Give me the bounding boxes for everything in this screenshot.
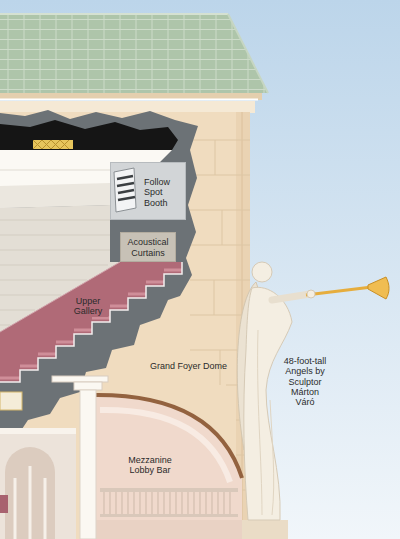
ceiling-grille [33, 140, 73, 149]
roof-ridge [0, 13, 228, 15]
gallery-railing [0, 262, 120, 332]
area-label: Grand Foyer Dome [150, 361, 227, 371]
lower-cornice [0, 428, 76, 434]
angel-robe [244, 287, 292, 520]
statue-caption: 48-foot-tall Angels by Sculptor Márton V… [282, 356, 328, 408]
trumpet-tube [306, 287, 372, 295]
dome-interior [92, 395, 242, 539]
bar-rail [100, 514, 238, 517]
column-capital [74, 382, 102, 390]
angel-arm [272, 294, 310, 300]
entablature [52, 376, 108, 382]
spot-booth: Follow Spot Booth [110, 162, 186, 220]
bar-rail [100, 488, 238, 492]
lower-wall [0, 430, 76, 539]
tiled-roof [0, 14, 268, 93]
lamp-slats [117, 176, 135, 200]
angel-hand [307, 290, 315, 298]
node-text: Follow Spot Booth [144, 177, 182, 208]
curtain-panel: Acoustical Curtains [120, 232, 176, 262]
box-ornament [0, 392, 22, 410]
cornice-line [0, 99, 258, 101]
cornice-band [0, 101, 255, 113]
balusters [104, 492, 230, 514]
lower-arch [5, 447, 55, 539]
cornice [0, 93, 262, 100]
robe-folds [258, 330, 274, 515]
ceiling-shade [0, 183, 110, 208]
dome-arc [92, 395, 242, 478]
area-label: Upper Gallery [68, 296, 108, 317]
trumpet-bell [368, 277, 389, 299]
follow-spot-lamp [114, 168, 136, 212]
area-label: Mezzanine Lobby Bar [125, 455, 175, 476]
dome-ring [100, 410, 230, 482]
node-text: Acoustical Curtains [124, 237, 172, 258]
cutaway-section [0, 110, 198, 435]
ceiling-void [0, 120, 178, 150]
roof-edge [228, 14, 268, 93]
arch-columns [15, 466, 45, 539]
grille-hatch [33, 140, 69, 149]
column-shaft [80, 390, 96, 539]
ceiling-line [0, 170, 110, 171]
lobby-floor [92, 520, 242, 539]
angel-head [252, 262, 272, 282]
statue-pedestal [242, 520, 288, 539]
seat-fragment [0, 495, 8, 513]
